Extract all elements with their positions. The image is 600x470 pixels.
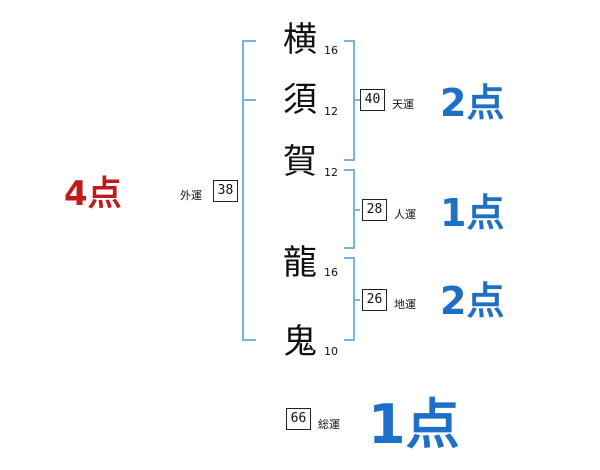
- tenun-score: 2点: [440, 81, 505, 125]
- name-char-3: 賀: [283, 142, 317, 182]
- outer-bracket: [242, 40, 256, 341]
- souun-value: 66: [286, 408, 311, 430]
- stroke-count-1: 16: [324, 44, 338, 57]
- jinun-bracket: [344, 169, 355, 249]
- name-char-4: 龍: [283, 243, 317, 283]
- gaiun-value: 38: [213, 180, 238, 202]
- gaiun-label: 外運: [180, 189, 202, 202]
- stroke-count-4: 16: [324, 266, 338, 279]
- name-char-5: 鬼: [283, 322, 317, 362]
- jinun-label: 人運: [394, 208, 416, 221]
- name-char-2: 須: [283, 80, 317, 120]
- chiun-label: 地運: [394, 298, 416, 311]
- gaiun-score: 4点: [64, 174, 122, 214]
- tenun-label: 天運: [392, 98, 414, 111]
- chiun-value: 26: [362, 289, 387, 311]
- tenun-bracket: [344, 40, 355, 161]
- jinun-score: 1点: [440, 191, 505, 235]
- souun-label: 総運: [318, 418, 340, 431]
- name-char-1: 横: [283, 20, 317, 60]
- tenun-value: 40: [360, 89, 385, 111]
- chiun-score: 2点: [440, 279, 505, 323]
- stroke-count-5: 10: [324, 345, 338, 358]
- stroke-count-3: 12: [324, 166, 338, 179]
- jinun-value: 28: [362, 199, 387, 221]
- chiun-bracket: [344, 257, 355, 341]
- stroke-count-2: 12: [324, 105, 338, 118]
- souun-score: 1点: [368, 393, 460, 456]
